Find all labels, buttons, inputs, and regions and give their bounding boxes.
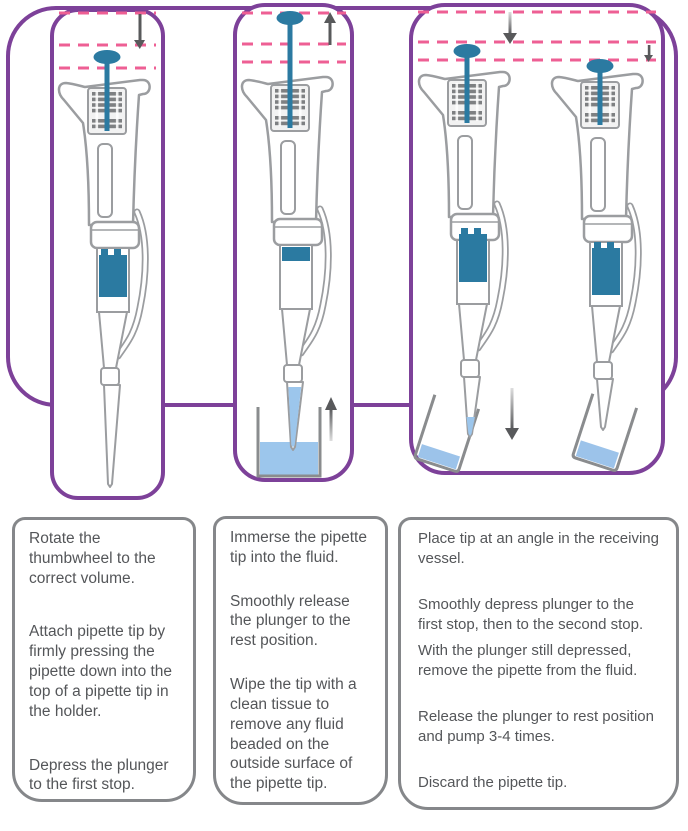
down-arrow-icon xyxy=(503,12,517,44)
step-1-panel xyxy=(50,8,165,500)
step-paragraph: Discard the pipette tip. xyxy=(418,774,568,791)
step-paragraph: Attach pipette tip by firmly pressing th… xyxy=(29,623,173,720)
step-1-instructions: Rotate the thumbwheel to the correct vol… xyxy=(12,517,196,802)
step-paragraph: With the plunger still depressed, remove… xyxy=(418,642,638,679)
up-arrow-icon xyxy=(325,397,337,441)
pipette-illustration xyxy=(59,50,150,488)
beaker-walls xyxy=(256,407,322,478)
step-paragraph: Smoothly depress plunger to the first st… xyxy=(418,596,644,633)
level-dashed-lines xyxy=(418,10,656,62)
pipette-tip xyxy=(596,378,614,431)
step-paragraph: Place tip at an angle in the receiving v… xyxy=(418,530,659,567)
pipette-illustration xyxy=(552,59,643,431)
step-paragraph: Smoothly release the plunger to the rest… xyxy=(230,592,351,650)
step-paragraph: Wipe the tip with a clean tissue to remo… xyxy=(230,676,357,793)
pipette-illustration xyxy=(242,11,333,451)
plunger-button xyxy=(276,11,304,25)
step-2-panel xyxy=(233,3,354,482)
beaker-with-fluid xyxy=(260,442,318,475)
plunger-button xyxy=(586,59,614,73)
plunger-button xyxy=(453,44,481,58)
down-arrow-icon xyxy=(134,14,145,49)
fluid-in-tip xyxy=(288,387,302,448)
pipette-illustration xyxy=(419,44,510,438)
receiving-vessel xyxy=(413,394,481,473)
up-arrow-icon xyxy=(324,12,336,45)
step-paragraph: Rotate the thumbwheel to the correct vol… xyxy=(29,530,156,587)
step-3-panel xyxy=(409,3,665,475)
small-down-arrow-icon xyxy=(644,45,653,62)
step-2-instructions: Immerse the pipette tip into the fluid. … xyxy=(213,516,388,805)
fluid-in-tip xyxy=(466,417,475,436)
pipette-tip xyxy=(103,384,121,488)
step-3-instructions: Place tip at an angle in the receiving v… xyxy=(398,517,679,810)
pipetting-diagram xyxy=(6,3,678,500)
receiving-vessel xyxy=(571,393,639,472)
step-paragraph: Release the plunger to rest position and… xyxy=(418,708,654,745)
step-paragraph: Depress the plunger to the first stop. xyxy=(29,756,169,794)
plunger-button xyxy=(93,50,121,64)
step-paragraph: Immerse the pipette tip into the fluid. xyxy=(230,529,367,566)
dispense-down-arrow-icon xyxy=(505,388,519,440)
